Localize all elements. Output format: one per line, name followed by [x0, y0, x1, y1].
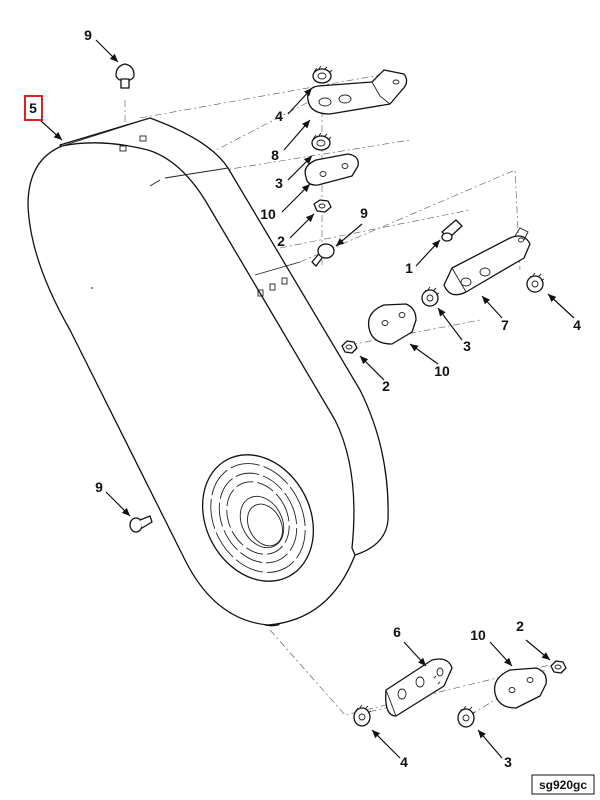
nut-2c — [550, 660, 567, 674]
lock-washer-3a — [311, 132, 332, 151]
arrowhead — [410, 344, 419, 352]
vent-grille — [201, 454, 315, 582]
callout-c4c: 4 — [371, 729, 408, 770]
callout-label: 9 — [84, 27, 92, 43]
arrowhead — [360, 356, 369, 365]
callout-label: 5 — [29, 100, 37, 116]
callout-label: 3 — [275, 175, 283, 191]
callout-label: 2 — [277, 233, 285, 249]
callout-label: 9 — [360, 205, 368, 221]
lock-washer-3b — [421, 286, 440, 307]
callout-label: 3 — [463, 338, 471, 354]
carriage-bolt-top — [115, 63, 135, 89]
arrowhead — [541, 652, 550, 660]
callout-label: 4 — [573, 317, 581, 333]
figure-id: sg920gc — [539, 778, 587, 792]
lock-washer-3c — [457, 705, 476, 728]
arrowhead — [372, 730, 381, 739]
callout-label: 9 — [95, 479, 103, 495]
callout-c2c: 2 — [516, 618, 551, 661]
highlight-box — [24, 95, 43, 121]
callout-c10a: 10 — [260, 183, 311, 222]
arrowhead — [482, 296, 490, 305]
callout-c9b: 9 — [335, 205, 368, 247]
arrowhead — [302, 120, 310, 129]
callout-c2a: 2 — [277, 213, 315, 249]
callout-label: 8 — [271, 147, 279, 163]
nut-2a — [313, 199, 332, 213]
bracket-6 — [385, 658, 453, 717]
plate-10c — [493, 667, 547, 709]
belt-cover — [27, 117, 389, 627]
callout-label: 2 — [516, 618, 524, 634]
screw-1 — [441, 219, 463, 242]
arrowhead — [418, 657, 426, 666]
callout-label: 10 — [260, 206, 276, 222]
carriage-bolt-left — [129, 515, 153, 533]
callout-c3a: 3 — [275, 155, 313, 191]
callout-c9c: 9 — [95, 479, 131, 517]
arrowhead — [432, 240, 440, 249]
lock-washer-4b — [526, 272, 545, 293]
arrowhead — [438, 308, 446, 317]
callout-label: 3 — [504, 754, 512, 770]
arrowhead — [53, 132, 62, 140]
callout-c9a: 9 — [84, 27, 119, 63]
callout-c4a: 4 — [275, 87, 313, 124]
arrowhead — [109, 53, 118, 62]
arrowhead — [304, 88, 312, 97]
callout-c3b: 3 — [437, 307, 471, 354]
callout-c4b: 4 — [547, 293, 581, 333]
callout-c1: 1 — [405, 239, 441, 276]
callout-c2b: 2 — [359, 355, 390, 394]
carriage-bolt-mid — [311, 243, 335, 267]
arrowhead — [121, 507, 130, 516]
callout-label: 1 — [405, 260, 413, 276]
arrowhead — [301, 184, 310, 193]
arrowhead — [303, 156, 312, 165]
callout-label: 2 — [382, 378, 390, 394]
callout-label: 7 — [501, 317, 509, 333]
arrowhead — [478, 730, 486, 739]
arrowhead — [504, 657, 512, 666]
callout-label: 10 — [434, 363, 450, 379]
plate-10b — [367, 303, 417, 345]
arrowhead — [336, 238, 345, 246]
callout-label: 6 — [393, 624, 401, 640]
callout-label: 4 — [400, 754, 408, 770]
plate-10a — [304, 153, 359, 186]
figure-id-box — [531, 774, 595, 795]
callout-c7: 7 — [481, 295, 509, 333]
nut-2b — [341, 340, 358, 354]
callout-c8: 8 — [271, 119, 311, 163]
callout-c10b: 10 — [409, 343, 450, 379]
callout-c6: 6 — [393, 624, 427, 667]
callout-c3c: 3 — [477, 729, 512, 770]
callout-c10c: 10 — [470, 627, 513, 667]
callout-label: 10 — [470, 627, 486, 643]
lock-washer-4c — [353, 704, 372, 727]
callout-label: 4 — [275, 108, 283, 124]
lock-washer-top — [312, 65, 333, 84]
callout-c5: 5 — [29, 100, 63, 141]
bracket-7 — [443, 227, 531, 296]
arrowhead — [548, 294, 557, 302]
arrowhead — [305, 214, 314, 223]
